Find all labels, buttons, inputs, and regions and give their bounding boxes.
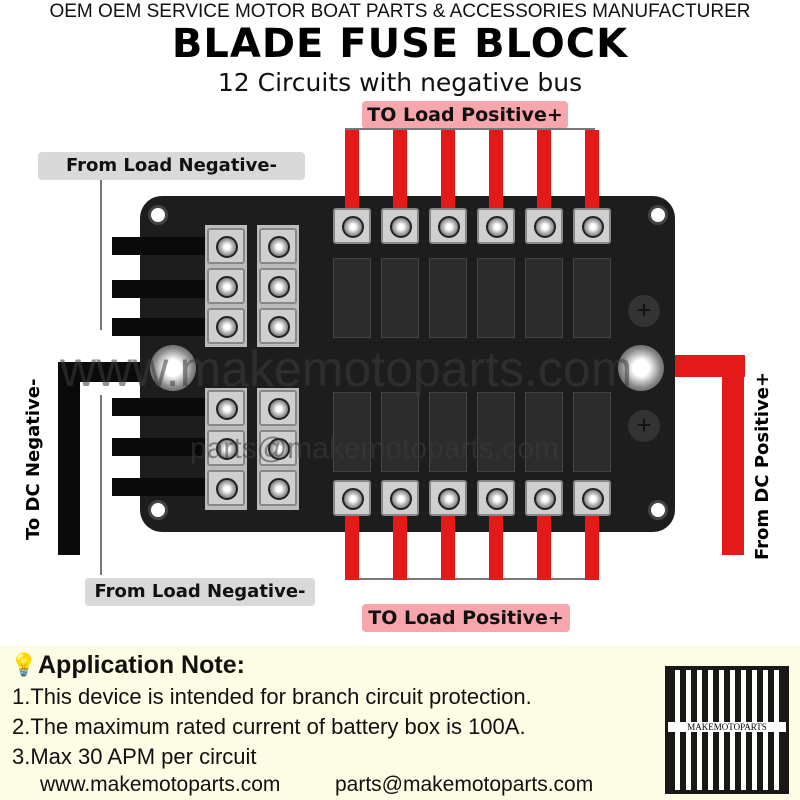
top-fuse-terminal — [525, 208, 563, 244]
screw-icon — [268, 438, 290, 460]
screw-icon — [268, 478, 290, 500]
fuse-slot — [333, 258, 371, 338]
screw-icon — [216, 398, 238, 420]
mount-hole — [648, 500, 668, 520]
fuse-slot — [573, 392, 611, 472]
bottom-fuse-terminal — [525, 480, 563, 516]
screw-icon — [534, 216, 556, 238]
negative-wire — [112, 478, 212, 496]
screw-icon — [268, 398, 290, 420]
positive-wire — [585, 505, 599, 580]
positive-wire — [489, 130, 503, 220]
positive-wire — [393, 130, 407, 220]
fuse-slot — [477, 258, 515, 338]
screw-icon — [268, 316, 290, 338]
negative-wire — [112, 398, 212, 416]
fuse-slot — [477, 392, 515, 472]
fuse-slot — [429, 392, 467, 472]
screw-icon — [438, 488, 460, 510]
screw-icon — [342, 216, 364, 238]
label-bottom-positive: TO Load Positive+ — [362, 604, 570, 632]
bottom-fuse-terminal — [573, 480, 611, 516]
dc-positive-wire — [722, 355, 744, 555]
positive-wire — [537, 130, 551, 220]
negative-wire — [112, 438, 212, 456]
negative-wire — [112, 237, 212, 255]
positive-wire — [345, 505, 359, 580]
screw-icon — [438, 216, 460, 238]
mount-hole — [148, 500, 168, 520]
screw-icon — [534, 488, 556, 510]
lightbulb-icon: 💡 — [10, 652, 38, 677]
watermark-email: parts@makemotoparts.com — [190, 432, 559, 465]
footer-email[interactable]: parts@makemotoparts.com — [335, 773, 594, 796]
positive-stud — [618, 345, 664, 391]
note-item: 1.This device is intended for branch cir… — [12, 684, 532, 709]
positive-wire — [345, 130, 359, 220]
overlay-text: OEM OEM SERVICE MOTOR BOAT PARTS & ACCES… — [49, 1, 751, 22]
subtitle: 12 Circuits with negative bus — [217, 68, 583, 97]
fuse-slot — [525, 392, 563, 472]
bracket-line — [345, 128, 595, 130]
bottom-fuse-terminal — [381, 480, 419, 516]
positive-wire — [489, 505, 503, 580]
fuse-slot — [333, 392, 371, 472]
bottom-fuse-terminal — [429, 480, 467, 516]
label-dc-negative: To DC Negative- — [23, 378, 44, 540]
positive-wire — [393, 505, 407, 580]
fuse-slot — [573, 258, 611, 338]
fuse-slot — [525, 258, 563, 338]
dc-negative-wire — [58, 365, 80, 555]
plus-screw-icon: + — [628, 295, 660, 327]
negative-wire — [112, 318, 212, 336]
screw-icon — [268, 276, 290, 298]
qr-label: MAKEMOTOPARTS — [668, 722, 786, 732]
label-dc-positive: From DC Positive+ — [752, 371, 773, 560]
label-top-negative: From Load Negative- — [38, 152, 305, 180]
top-fuse-terminal — [477, 208, 515, 244]
page-title: BLADE FUSE BLOCK — [171, 21, 629, 67]
screw-icon — [342, 488, 364, 510]
positive-wire — [441, 505, 455, 580]
positive-wire — [537, 505, 551, 580]
plus-screw-icon: + — [628, 410, 660, 442]
screw-icon — [216, 236, 238, 258]
bracket-line — [345, 578, 595, 580]
fuse-slot — [381, 392, 419, 472]
label-top-positive: TO Load Positive+ — [362, 101, 568, 129]
bottom-fuse-terminal — [333, 480, 371, 516]
positive-wire — [441, 130, 455, 220]
screw-icon — [486, 488, 508, 510]
top-fuse-terminal — [429, 208, 467, 244]
screw-icon — [216, 478, 238, 500]
top-fuse-terminal — [381, 208, 419, 244]
top-fuse-terminal — [333, 208, 371, 244]
screw-icon — [268, 236, 290, 258]
top-fuse-terminal — [573, 208, 611, 244]
screw-icon — [582, 488, 604, 510]
fuse-slot — [381, 258, 419, 338]
mount-hole — [148, 205, 168, 225]
bracket-line — [100, 395, 102, 575]
note-item: 2.The maximum rated current of battery b… — [12, 714, 526, 739]
mount-hole — [648, 205, 668, 225]
note-item: 3.Max 30 APM per circuit — [12, 744, 257, 769]
label-bottom-negative: From Load Negative- — [85, 578, 315, 606]
negative-wire — [112, 280, 212, 298]
screw-icon — [486, 216, 508, 238]
screw-icon — [216, 438, 238, 460]
negative-stud — [150, 345, 196, 391]
watermark-site: www.makemotoparts.com — [60, 341, 633, 397]
screw-icon — [216, 276, 238, 298]
note-heading: Application Note: — [38, 651, 245, 679]
positive-wire — [585, 130, 599, 220]
bottom-fuse-terminal — [477, 480, 515, 516]
fuse-slot — [429, 258, 467, 338]
bracket-line — [100, 180, 102, 330]
screw-icon — [390, 216, 412, 238]
screw-icon — [216, 316, 238, 338]
screw-icon — [390, 488, 412, 510]
screw-icon — [582, 216, 604, 238]
footer-site[interactable]: www.makemotoparts.com — [40, 773, 281, 796]
